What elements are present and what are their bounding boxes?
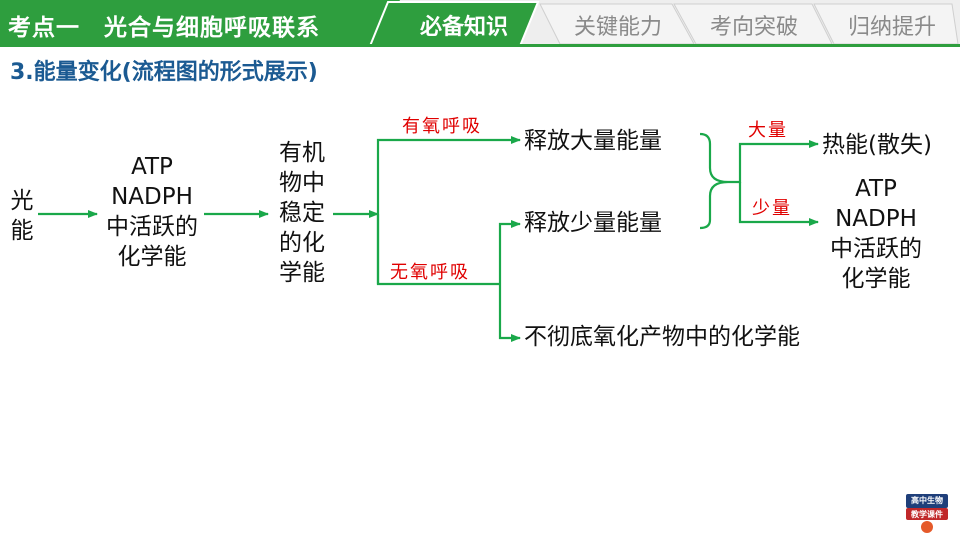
node-atp-nadph-1: ATP NADPH 中活跃的 化学能 xyxy=(90,152,214,272)
logo-graphic xyxy=(906,494,948,533)
node-atp-nadph-2-line: ATP xyxy=(855,176,897,202)
node-atp-nadph-2: ATP NADPH 中活跃的 化学能 xyxy=(814,174,938,294)
node-organic-line: 学能 xyxy=(279,260,325,286)
line-anaerobic xyxy=(376,214,500,286)
node-organic-line: 的化 xyxy=(279,230,325,256)
tab-summary[interactable]: 归纳提升 xyxy=(847,15,936,40)
node-light-energy-text: 光能 xyxy=(10,188,34,244)
arrow-to-release-small xyxy=(498,220,521,284)
node-atp-nadph-2-line: 中活跃的 xyxy=(830,236,922,262)
publisher-logo: 高中生物 教学课件 xyxy=(904,492,950,534)
logo-line-1: 高中生物 xyxy=(911,496,943,505)
node-heat-energy: 热能(散失) xyxy=(822,132,932,158)
node-organic-energy: 有机 物中 稳定 的化 学能 xyxy=(270,138,334,288)
label-aerobic: 有氧呼吸 xyxy=(402,116,482,137)
label-anaerobic: 无氧呼吸 xyxy=(390,262,470,283)
node-atp-nadph-1-line: NADPH xyxy=(111,184,193,210)
tab-exam-breakthrough[interactable]: 考向突破 xyxy=(709,15,798,40)
node-release-small: 释放少量能量 xyxy=(524,210,662,236)
section-heading: 3.能量变化(流程图的形式展示) xyxy=(10,60,318,85)
label-small-amount: 少量 xyxy=(752,198,792,219)
node-atp-nadph-1-line: 中活跃的 xyxy=(106,214,198,240)
tab-essential-knowledge[interactable]: 必备知识 xyxy=(419,15,508,40)
node-atp-nadph-1-line: 化学能 xyxy=(117,244,187,270)
node-atp-nadph-2-line: NADPH xyxy=(835,206,917,232)
logo-line-2: 教学课件 xyxy=(911,510,943,519)
curly-brace xyxy=(699,132,729,230)
nav-bar-background xyxy=(0,0,960,47)
arrow-large-heat xyxy=(728,140,819,184)
top-nav-bar: 考点一 光合与细胞呼吸联系 必备知识 关键能力 考向突破 归纳提升 xyxy=(0,0,960,48)
label-large-amount: 大量 xyxy=(748,120,788,141)
node-incomplete-oxidation: 不彻底氧化产物中的化学能 xyxy=(524,324,800,350)
section-title: 考点一 光合与细胞呼吸联系 xyxy=(8,15,320,41)
node-atp-nadph-2-line: 化学能 xyxy=(841,266,911,292)
node-light-energy: 光能 xyxy=(8,186,40,246)
arrow-small-atp xyxy=(738,182,819,226)
node-release-large: 释放大量能量 xyxy=(524,128,662,154)
node-organic-line: 稳定 xyxy=(279,200,325,226)
node-organic-line: 有机 xyxy=(279,140,325,166)
tab-key-abilities[interactable]: 关键能力 xyxy=(573,15,662,40)
node-atp-nadph-1-line: ATP xyxy=(131,154,173,180)
arrow-to-incomplete xyxy=(498,284,521,342)
node-organic-line: 物中 xyxy=(279,170,325,196)
